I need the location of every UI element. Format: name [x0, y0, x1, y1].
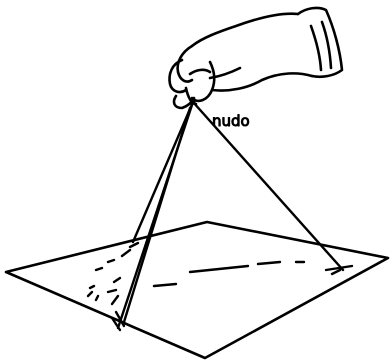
knot-label: nudo [212, 112, 250, 130]
string-left-middle [124, 108, 190, 322]
hand-icon [170, 14, 313, 108]
string-left-inner [133, 102, 193, 242]
strings [118, 102, 343, 328]
sleeve-cuff [298, 8, 342, 77]
paper-sheet [6, 222, 388, 358]
projection-marks [88, 243, 352, 330]
